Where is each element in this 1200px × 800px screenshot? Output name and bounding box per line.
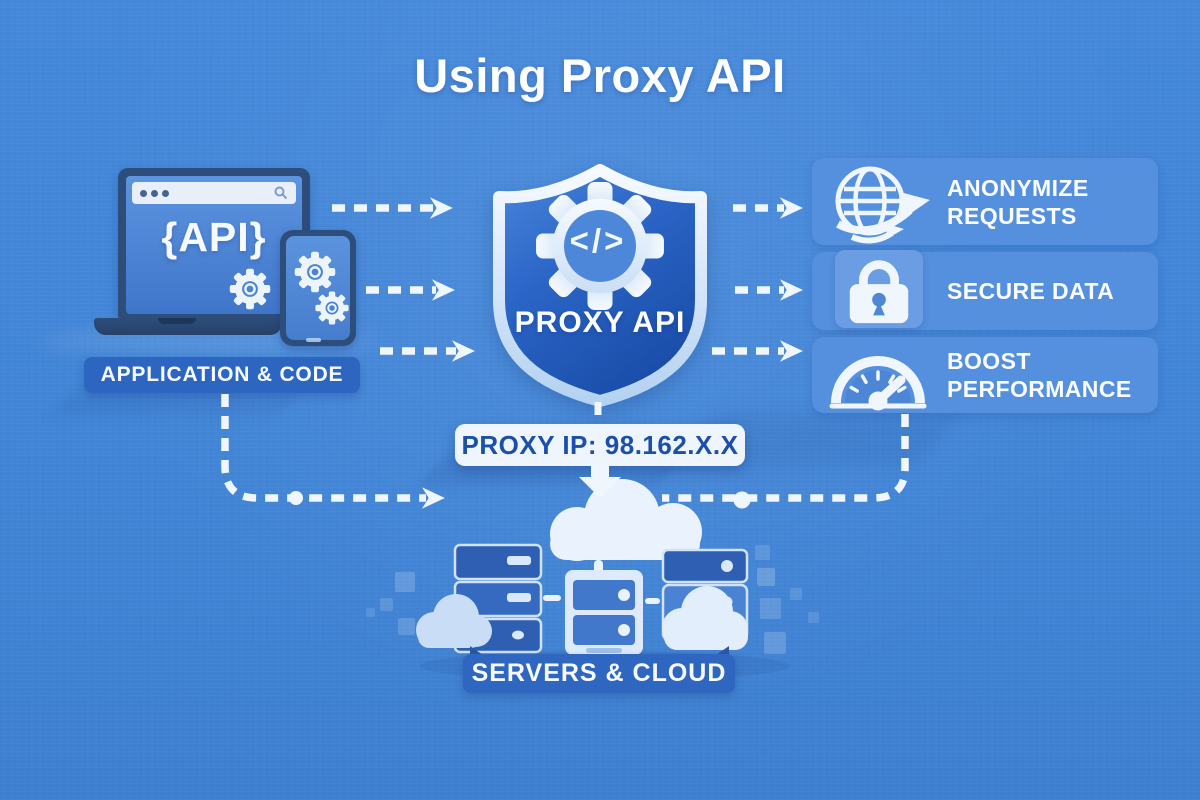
benefit-card-boost: BOOST PERFORMANCE [812, 337, 1158, 413]
globe-arrow-icon [835, 166, 930, 244]
shield-gear-icon [536, 182, 664, 310]
benefit-card-anonymize: ANONYMIZE REQUESTS [812, 158, 1158, 245]
api-code-text: {API} [161, 214, 267, 260]
mosaic-square [398, 618, 415, 635]
lock-icon [849, 260, 909, 324]
page-title: Using Proxy API [414, 49, 786, 102]
laptop-screen: {API} [126, 176, 302, 314]
code-icon: </> [569, 222, 627, 259]
laptop-illustration: {API} [118, 168, 310, 320]
search-icon [274, 186, 288, 200]
mosaic-square [808, 612, 819, 623]
proxy-ip-label: PROXY IP: 98.162.X.X [461, 429, 739, 460]
browser-dot [162, 189, 169, 197]
arrow-boost-to-cloud [662, 414, 909, 502]
laptop-base [94, 318, 282, 335]
cloud-icon [662, 586, 748, 650]
mosaic-square [395, 572, 415, 592]
servers-cloud-label-badge: SERVERS & CLOUD [463, 654, 735, 693]
mosaic-square [790, 588, 802, 600]
mosaic-square [755, 545, 770, 560]
application-label: APPLICATION & CODE [100, 363, 344, 386]
browser-dot [151, 189, 158, 197]
down-arrow-icon [579, 464, 621, 498]
cloud-icon [416, 594, 492, 648]
arrow-app-to-cloud [221, 394, 445, 509]
benefit-label: ANONYMIZE REQUESTS [947, 174, 1089, 229]
rack-connector [645, 598, 660, 604]
phone-gear-icon [315, 291, 349, 325]
lock-icon-tile [835, 250, 923, 328]
mosaic-square [757, 568, 775, 586]
application-label-badge: APPLICATION & CODE [84, 357, 360, 393]
mosaic-square [380, 598, 393, 611]
phone-gear-icon [294, 251, 336, 293]
path-node-dot [733, 491, 751, 509]
benefit-label: BOOST PERFORMANCE [947, 347, 1132, 402]
laptop-base-notch [158, 318, 196, 324]
proxy-api-label: PROXY API [514, 306, 686, 339]
browser-dot [140, 189, 147, 197]
server-rack-icon [565, 570, 643, 655]
phone-home-indicator [306, 338, 321, 342]
proxy-shield-icon [493, 164, 707, 407]
proxy-ip-badge: PROXY IP: 98.162.X.X [455, 424, 745, 466]
speedometer-icon [829, 356, 927, 411]
mosaic-square [764, 632, 786, 654]
badge-tail [470, 646, 483, 655]
servers-cloud-label: SERVERS & CLOUD [471, 659, 727, 687]
servers-cloud-illustration [416, 479, 790, 681]
mosaic-square [366, 608, 375, 617]
laptop-gear-icon [229, 268, 271, 310]
rack-connector [543, 595, 561, 601]
browser-bar [132, 182, 296, 204]
mosaic-square [760, 598, 781, 619]
path-node-dot [289, 491, 303, 505]
badge-tail [716, 646, 729, 655]
benefit-card-secure: SECURE DATA [812, 250, 1158, 330]
benefit-label: SECURE DATA [947, 277, 1115, 304]
